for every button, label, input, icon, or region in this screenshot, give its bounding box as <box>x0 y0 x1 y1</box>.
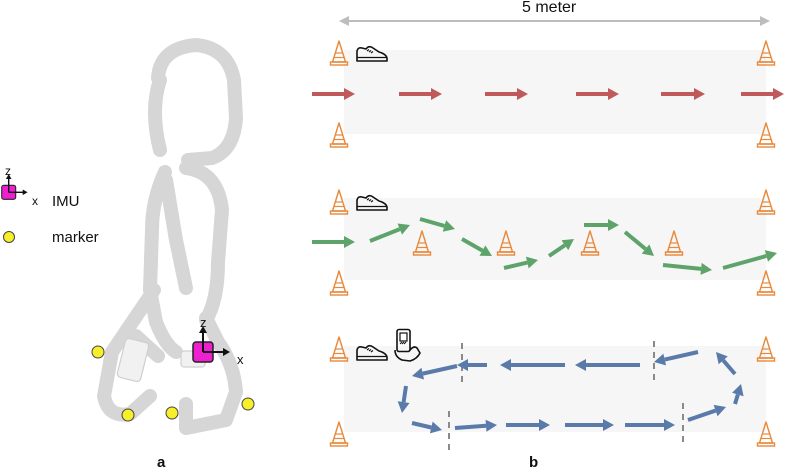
marker-dot <box>121 408 135 422</box>
path-arrow-head <box>442 220 455 232</box>
path-arrow-head <box>429 421 442 434</box>
distance-indicator <box>339 16 770 26</box>
path-arrow-shaft <box>461 237 484 253</box>
path-arrow-shaft <box>664 350 699 362</box>
marker-legend-icon <box>3 231 15 243</box>
marker-dot <box>165 406 179 420</box>
path-arrow-shaft <box>721 359 737 376</box>
path-arrow-shaft <box>401 385 408 403</box>
path-arrow-shaft <box>733 393 740 405</box>
path-arrow-head <box>732 384 744 397</box>
imu-legend-label: IMU <box>52 193 80 210</box>
path-arrow-head <box>479 245 492 256</box>
path-arrow-head <box>764 250 777 262</box>
path-arrow-shaft <box>422 364 458 376</box>
slalom-walk-arrows <box>312 217 777 275</box>
path-arrow-head <box>664 419 675 431</box>
path-arrow-head <box>700 262 712 275</box>
path-arrow-head <box>344 236 355 248</box>
marker-dot <box>91 345 105 359</box>
sensor-axis-x-label: x <box>237 352 244 367</box>
path-arrow-shaft <box>662 263 702 271</box>
marker-legend-label: marker <box>52 229 99 246</box>
marker-dot <box>241 397 255 411</box>
path-arrow-head <box>517 88 528 100</box>
path-arrow-head <box>603 419 614 431</box>
path-arrow-head <box>575 359 586 371</box>
path-arrow-shaft <box>411 421 432 430</box>
path-arrow-head <box>397 223 410 235</box>
path-arrow-head <box>713 404 726 417</box>
path-arrow-head <box>412 367 425 380</box>
path-arrow-head <box>539 419 550 431</box>
path-arrow-head <box>773 88 784 100</box>
path-arrow-head <box>561 239 574 251</box>
path-arrow-shaft <box>503 260 528 270</box>
path-arrow-shaft <box>419 217 445 228</box>
path-arrow-shaft <box>547 243 567 258</box>
panel-a-label: a <box>157 454 166 471</box>
straight-walk-arrows <box>312 88 784 100</box>
distance-label: 5 meter <box>522 0 577 16</box>
path-arrow-head <box>457 359 468 371</box>
walker-silhouette <box>97 38 243 435</box>
path-arrow-shaft <box>687 408 717 422</box>
path-arrow-head <box>344 88 355 100</box>
path-arrow-head <box>654 353 667 366</box>
path-arrow-head <box>500 359 511 371</box>
path-arrow-shaft <box>623 230 647 251</box>
path-arrow-head <box>525 256 538 269</box>
path-arrow-shaft <box>454 423 487 430</box>
turn-walk-arrows <box>397 350 744 434</box>
panel-b-label: b <box>529 454 539 471</box>
path-arrow-shaft <box>722 254 767 270</box>
strap <box>116 337 150 383</box>
path-arrow-shaft <box>369 227 401 243</box>
legend-axis-z-label: z <box>5 164 11 178</box>
path-arrow-head <box>397 401 410 413</box>
path-arrow-head <box>694 88 705 100</box>
path-arrow-head <box>485 419 497 432</box>
path-arrow-head <box>431 88 442 100</box>
sensor-axis-z-label: z <box>200 315 207 330</box>
path-arrow-head <box>716 352 728 365</box>
legend-axis-x-label: x <box>32 194 38 208</box>
path-arrow-head <box>608 88 619 100</box>
path-arrow-head <box>608 219 619 231</box>
path-arrow-head <box>641 244 654 256</box>
